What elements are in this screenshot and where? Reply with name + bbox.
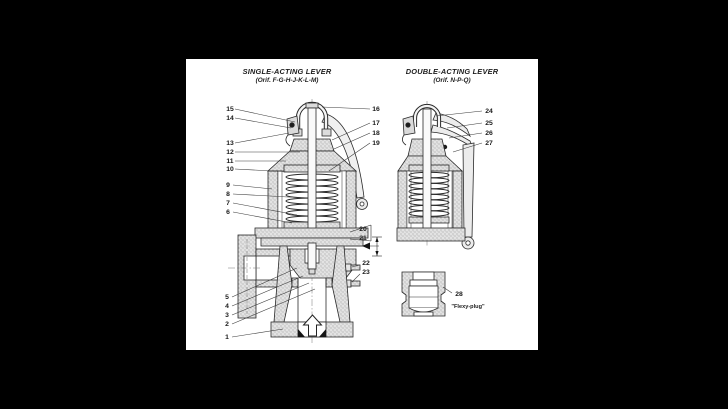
callout-20: 20 bbox=[359, 226, 367, 233]
callout-13: 13 bbox=[226, 140, 234, 147]
callout-17: 17 bbox=[372, 120, 380, 127]
double-acting-title: DOUBLE-ACTING LEVER bbox=[405, 67, 499, 76]
callout-12: 12 bbox=[226, 149, 234, 156]
callout-10: 10 bbox=[226, 166, 234, 173]
housing-wall-right bbox=[345, 170, 357, 230]
callout-3: 3 bbox=[225, 312, 229, 319]
flow-direction-arrow bbox=[302, 314, 323, 337]
callout-5: 5 bbox=[225, 294, 229, 301]
section-arrowhead bbox=[362, 242, 370, 250]
callout-8: 8 bbox=[226, 191, 230, 198]
single-acting-subtitle: (Orif. F-G-H-J-K-L-M) bbox=[255, 77, 319, 84]
callout-24: 24 bbox=[485, 108, 493, 115]
drawing-sheet: SINGLE-ACTING LEVER (Orif. F-G-H-J-K-L-M… bbox=[186, 59, 538, 350]
callout-6: 6 bbox=[226, 209, 230, 216]
pivot-bolt bbox=[405, 122, 411, 128]
callout-11: 11 bbox=[226, 158, 233, 165]
dimension-marks bbox=[346, 224, 382, 257]
callout-4: 4 bbox=[225, 303, 229, 310]
double-acting-title-block: DOUBLE-ACTING LEVER (Orif. N-P-Q) bbox=[406, 67, 499, 84]
double-acting-subtitle: (Orif. N-P-Q) bbox=[433, 77, 471, 84]
callout-14: 14 bbox=[226, 115, 234, 122]
housing-wall-right bbox=[452, 170, 463, 229]
double-lever bbox=[430, 112, 475, 250]
callout-22: 22 bbox=[362, 260, 370, 267]
callout-26: 26 bbox=[485, 130, 493, 137]
pivot-bolt bbox=[289, 122, 295, 128]
outlet-flange bbox=[237, 234, 293, 319]
callout-9: 9 bbox=[226, 182, 230, 189]
bonnet-flange bbox=[254, 227, 369, 239]
callout-27: 27 bbox=[485, 140, 493, 147]
callout-25: 25 bbox=[485, 120, 493, 127]
flexy-plug-label: "Flexy-plug" bbox=[451, 304, 485, 310]
callout-1: 1 bbox=[225, 334, 229, 341]
cap-lifting-gear bbox=[412, 103, 442, 127]
housing-wall-left bbox=[397, 170, 408, 229]
gag-stud-upper bbox=[343, 263, 361, 272]
single-acting-title: SINGLE-ACTING LEVER bbox=[242, 67, 332, 76]
callout-18: 18 bbox=[372, 130, 380, 137]
body-skirt-right bbox=[331, 245, 351, 323]
callout-28: 28 bbox=[455, 291, 463, 298]
callout-2: 2 bbox=[225, 321, 229, 328]
single-acting-valve-drawing bbox=[228, 99, 369, 343]
callout-23: 23 bbox=[362, 269, 370, 276]
callout-16: 16 bbox=[372, 106, 380, 113]
bonnet-flange bbox=[396, 227, 466, 242]
single-acting-title-block: SINGLE-ACTING LEVER (Orif. F-G-H-J-K-L-M… bbox=[243, 67, 332, 84]
callout-19: 19 bbox=[372, 140, 380, 147]
callout-15: 15 bbox=[226, 106, 234, 113]
callout-numbers: 15 14 13 12 11 10 9 8 7 6 5 4 3 2 1 16 1… bbox=[225, 106, 493, 341]
lever-cam bbox=[402, 115, 416, 146]
valve-cross-section-drawing: 15 14 13 12 11 10 9 8 7 6 5 4 3 2 1 16 1… bbox=[225, 99, 493, 343]
callout-21: 21 bbox=[359, 235, 367, 242]
double-acting-valve-drawing bbox=[396, 101, 475, 250]
callout-7: 7 bbox=[226, 200, 230, 207]
flexy-plug-detail bbox=[401, 271, 446, 317]
callout-leader-lines bbox=[231, 106, 483, 338]
body-skirt-left bbox=[273, 245, 293, 323]
